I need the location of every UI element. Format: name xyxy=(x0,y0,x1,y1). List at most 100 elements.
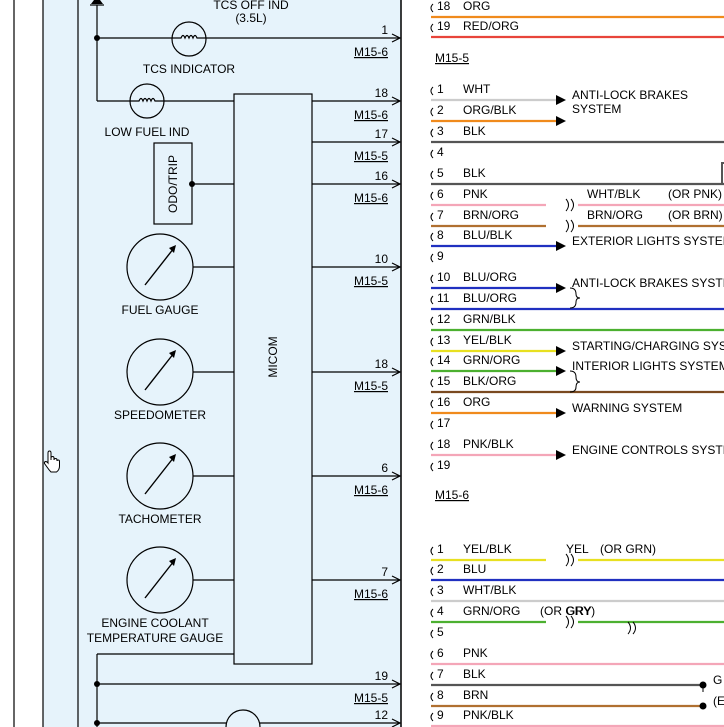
wire-color-label: BLK xyxy=(463,166,486,180)
pin-number: 4 xyxy=(437,604,444,618)
wire-color-label: PNK xyxy=(463,187,488,201)
pin-bracket-icon xyxy=(430,337,434,347)
output-arrow-icon xyxy=(391,471,402,481)
wire-color-label: GRN/BLK xyxy=(463,312,516,326)
pin-bracket-icon xyxy=(430,170,434,180)
output-pin-number: 10 xyxy=(375,252,389,266)
pin-bracket-icon xyxy=(430,212,434,222)
pin-number: 7 xyxy=(437,208,444,222)
gauge-icon xyxy=(126,546,194,614)
splice-icon xyxy=(565,553,574,567)
output-pin-number: 6 xyxy=(381,461,388,475)
pin-number: 12 xyxy=(437,312,451,326)
gauge-icon xyxy=(126,233,194,301)
pin-bracket-icon xyxy=(430,191,434,201)
destination-label: WARNING SYSTEM xyxy=(572,401,682,415)
destination-label: ANTI-LOCK BRAKES SYSTEM xyxy=(572,276,724,290)
gauge-icon xyxy=(126,338,194,406)
output-pin-number: 18 xyxy=(375,86,389,100)
pin-number: 17 xyxy=(437,416,451,430)
pin-number: 19 xyxy=(437,19,451,33)
destination-label: STARTING/CHARGING SYSTEM xyxy=(572,339,724,353)
alt-color-label: (OR BRN) xyxy=(668,208,723,222)
pin-bracket-icon xyxy=(430,420,434,430)
splice-icon xyxy=(565,198,574,212)
spliced-wire-label: BRN/ORG xyxy=(587,208,643,222)
output-connector-ref: M15-5 xyxy=(354,379,388,393)
output-connector-ref: M15-6 xyxy=(354,483,388,497)
coolant-gauge-label-2: TEMPERATURE GAUGE xyxy=(87,631,223,645)
wire-color-label: ORG xyxy=(463,0,490,13)
wire-color-label: BLK xyxy=(463,124,486,138)
pin-number: 8 xyxy=(437,688,444,702)
wire-color-label: PNK/BLK xyxy=(463,708,514,722)
destination-label: EXTERIOR LIGHTS SYSTEM xyxy=(572,234,724,248)
output-arrow-icon xyxy=(391,137,402,147)
partial-label: G xyxy=(713,673,722,687)
wire-color-label: ORG/BLK xyxy=(463,103,516,117)
splice-icon xyxy=(627,621,636,635)
hand-cursor-icon xyxy=(43,450,60,473)
gauge-icon xyxy=(126,442,194,510)
alt-color-label: (OR GRY) xyxy=(540,604,595,618)
pin-bracket-icon xyxy=(430,546,434,556)
pin-number: 6 xyxy=(437,187,444,201)
tachometer-label: TACHOMETER xyxy=(118,512,201,526)
pin-number: 3 xyxy=(437,124,444,138)
wire-arrow-icon xyxy=(556,366,566,376)
wire-color-label: BLU/ORG xyxy=(463,291,517,305)
output-connector-ref: M15-5 xyxy=(354,691,388,705)
wire-color-label: BLU/ORG xyxy=(463,270,517,284)
alt-color-label: (OR GRN) xyxy=(600,542,656,556)
output-connector-ref: M15-6 xyxy=(354,191,388,205)
output-connector-ref: M15-5 xyxy=(354,274,388,288)
wire-color-label: PNK/BLK xyxy=(463,437,514,451)
connector-end-label: M15-5 xyxy=(435,51,469,65)
wire-color-label: WHT/BLK xyxy=(463,583,516,597)
pin-bracket-icon xyxy=(430,712,434,722)
wire-color-label: BLU/BLK xyxy=(463,228,512,242)
output-arrow-icon xyxy=(391,33,402,43)
spliced-wire-label: WHT/BLK xyxy=(587,187,640,201)
pin-bracket-icon xyxy=(430,232,434,242)
output-arrow-icon xyxy=(391,679,402,689)
pin-bracket-icon xyxy=(430,253,434,263)
pin-bracket-icon xyxy=(430,462,434,472)
output-pin-number: 1 xyxy=(381,23,388,37)
wire-arrow-icon xyxy=(556,116,566,126)
wire-arrow-icon xyxy=(556,450,566,460)
pin-bracket-icon xyxy=(430,566,434,576)
pin-bracket-icon xyxy=(430,128,434,138)
pin-number: 9 xyxy=(437,249,444,263)
wire-color-label: PNK xyxy=(463,646,488,660)
tcs-indicator-label: TCS INDICATOR xyxy=(143,62,236,76)
pin-number: 2 xyxy=(437,562,444,576)
pin-number: 1 xyxy=(437,82,444,96)
pin-number: 16 xyxy=(437,395,451,409)
pin-number: 7 xyxy=(437,667,444,681)
tcs-off-variant: (3.5L) xyxy=(235,11,266,25)
wire-color-label: WHT xyxy=(463,82,491,96)
output-pin-number: 17 xyxy=(375,127,389,141)
wire-color-label: BLK/ORG xyxy=(463,374,516,388)
pin-bracket-icon xyxy=(430,671,434,681)
wire-color-label: GRN/ORG xyxy=(463,604,520,618)
destination-label: SYSTEM xyxy=(572,102,621,116)
pin-bracket-icon xyxy=(430,107,434,117)
pin-bracket-icon xyxy=(430,149,434,159)
output-arrow-icon xyxy=(391,262,402,272)
output-connector-ref: M15-5 xyxy=(354,149,388,163)
pin-number: 13 xyxy=(437,333,451,347)
pin-bracket-icon xyxy=(430,295,434,305)
output-pin-number: 7 xyxy=(381,565,388,579)
output-connector-ref: M15-6 xyxy=(354,45,388,59)
wire-arrow-icon xyxy=(556,95,566,105)
wire-arrow-icon xyxy=(556,283,566,293)
wire-color-label: YEL/BLK xyxy=(463,333,512,347)
pin-bracket-icon xyxy=(430,587,434,597)
pin-number: 2 xyxy=(437,103,444,117)
pin-number: 14 xyxy=(437,353,451,367)
output-arrow-icon xyxy=(391,575,402,585)
low-fuel-label: LOW FUEL IND xyxy=(105,125,190,139)
junction-dot xyxy=(94,35,100,41)
